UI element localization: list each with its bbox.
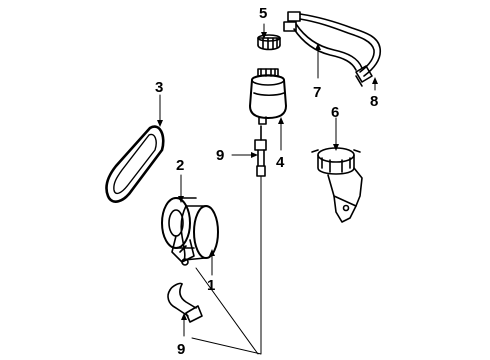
drive-belt bbox=[105, 125, 165, 203]
callout-2: 2 bbox=[176, 157, 184, 174]
callout-9-upper: 9 bbox=[216, 147, 224, 164]
pressure-hoses bbox=[283, 11, 382, 87]
callout-7: 7 bbox=[313, 84, 321, 101]
lower-elbow-hose bbox=[167, 282, 203, 323]
pump-bracket bbox=[311, 147, 363, 223]
power-steering-pump bbox=[161, 197, 219, 266]
callout-leaders bbox=[159, 23, 376, 337]
leader-arrowheads bbox=[157, 32, 378, 320]
callout-8: 8 bbox=[370, 93, 378, 110]
callout-3: 3 bbox=[155, 79, 163, 96]
callout-5: 5 bbox=[259, 5, 267, 22]
return-line-pump bbox=[195, 267, 259, 355]
callout-9-lower: 9 bbox=[177, 341, 185, 358]
callout-1: 1 bbox=[207, 277, 215, 294]
return-line bbox=[191, 175, 262, 355]
callout-6: 6 bbox=[331, 104, 339, 121]
fluid-reservoir bbox=[249, 68, 287, 125]
upper-hose-fitting bbox=[254, 125, 267, 177]
callout-4: 4 bbox=[276, 154, 285, 171]
reservoir-cap bbox=[257, 34, 281, 51]
